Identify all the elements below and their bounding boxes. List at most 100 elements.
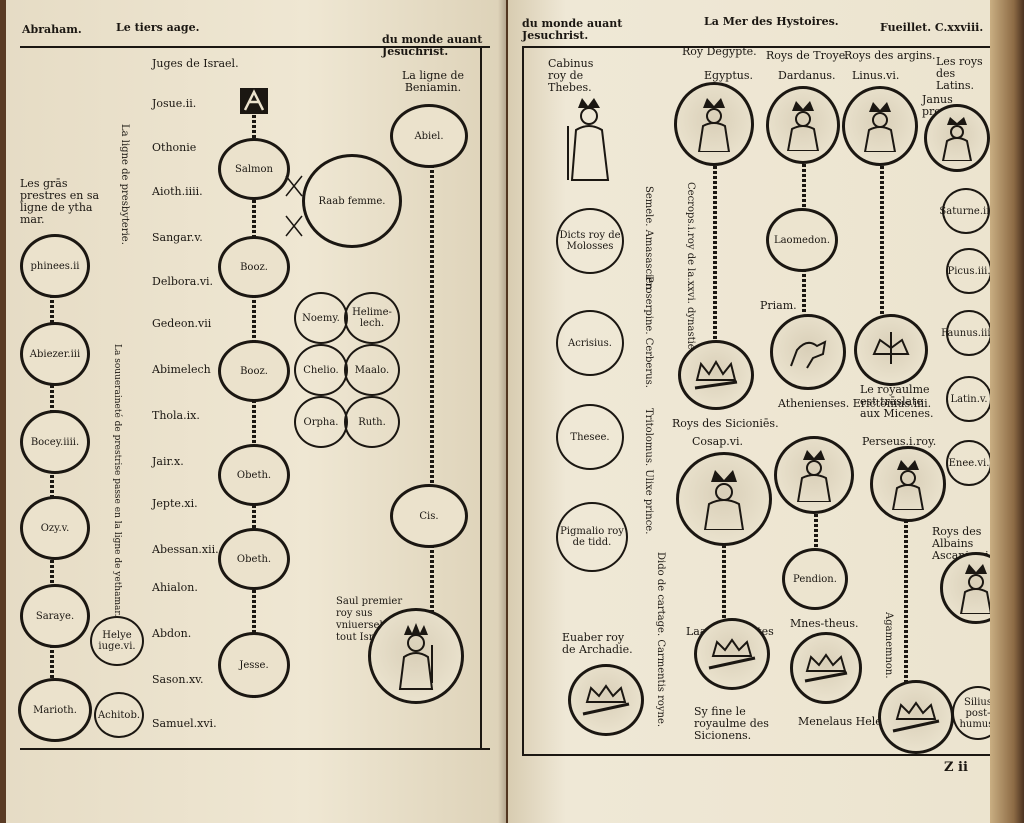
vertical-note: La souueraineté de prestrise passe en la… bbox=[112, 344, 122, 617]
note-5: Perseus.i.roy. bbox=[862, 435, 937, 448]
judge-15: Sason.xv. bbox=[152, 673, 204, 686]
header-rule bbox=[522, 46, 990, 48]
janus-portrait bbox=[924, 104, 990, 172]
benjamin-ring-1: Abiel. bbox=[390, 104, 468, 168]
saul-portrait bbox=[368, 608, 464, 704]
kings-label-2: Roy Degypte. bbox=[682, 45, 757, 58]
small-ring-6: Ruth. bbox=[344, 396, 400, 448]
crown-roundel-5 bbox=[878, 680, 954, 754]
crowned-king-icon bbox=[863, 102, 897, 152]
note-2: Le royaulme est trāslate aux Micenes. bbox=[860, 383, 934, 420]
horse-icon bbox=[790, 340, 827, 369]
crown-icon bbox=[892, 701, 940, 733]
small-ring-1: Noemy. bbox=[294, 292, 348, 344]
david-ring-1: Salmon bbox=[218, 138, 290, 200]
troy-ring-3: Pendion. bbox=[782, 548, 848, 610]
benjamin-chain bbox=[430, 130, 434, 620]
argos-roundel bbox=[854, 314, 928, 386]
crown-icon bbox=[582, 684, 630, 716]
priest-ring-6: Marioth. bbox=[18, 678, 92, 742]
argos-chain bbox=[880, 166, 884, 314]
crown-roundel-2 bbox=[568, 664, 644, 736]
judge-10: Jair.x. bbox=[152, 455, 184, 468]
david-ring-2: Booz. bbox=[218, 236, 290, 298]
bottom-label-3: Mnes-theus. bbox=[790, 617, 859, 630]
troy-lower-chain bbox=[814, 504, 818, 564]
judge-7: Gedeon.vii bbox=[152, 317, 212, 330]
crowned-king-icon bbox=[703, 470, 745, 530]
bottom-label-5: Sy fine le royaulme des Sicionens. bbox=[694, 705, 769, 742]
david-ring-3: Booz. bbox=[218, 340, 290, 402]
crown-roundel-4 bbox=[790, 632, 862, 704]
judge-2: Josue.ii. bbox=[152, 97, 197, 110]
note-4: Cosap.vi. bbox=[692, 435, 744, 448]
benjamin-ring-2: Cis. bbox=[390, 484, 468, 548]
david-chain bbox=[252, 110, 256, 700]
crown-icon bbox=[804, 653, 848, 683]
header-center: Le tiers aage. bbox=[116, 21, 200, 34]
small-ring-3: Chelio. bbox=[294, 344, 348, 396]
thebes-ring-2: Acrisius. bbox=[556, 310, 624, 376]
judge-1: Juges de Israel. bbox=[152, 57, 239, 70]
judge-14: Abdon. bbox=[152, 627, 192, 640]
judge-6: Delbora.vi. bbox=[152, 275, 214, 288]
crowned-king-icon bbox=[796, 450, 832, 502]
ascanius-portrait bbox=[940, 552, 990, 624]
thebes-ring-1: Dicts roy de Molosses bbox=[556, 208, 624, 274]
footer-rule bbox=[522, 754, 990, 756]
crowned-king-icon bbox=[891, 460, 925, 510]
priest-ring-5: Saraye. bbox=[20, 584, 90, 648]
judge-11: Jepte.xi. bbox=[152, 497, 198, 510]
crown-icon bbox=[708, 638, 756, 670]
left-frame-rule bbox=[522, 46, 524, 756]
david-ring-6: Jesse. bbox=[218, 632, 290, 698]
king-name-1: Egyptus. bbox=[704, 69, 753, 82]
judge-8: Abimelech bbox=[152, 363, 211, 376]
crown-icon bbox=[694, 360, 738, 390]
cosap-portrait bbox=[676, 452, 772, 546]
priest-ring-1: phinees.ii bbox=[20, 234, 90, 298]
latin-ring-5: Enee.vi. bbox=[946, 440, 990, 486]
right-page: du monde auant Jesuchrist. La Mer des Hy… bbox=[508, 0, 990, 823]
signature-mark: Z ii bbox=[944, 760, 968, 775]
bottom-label-1: Euaber roy de Archadie. bbox=[562, 631, 633, 656]
king-name-3: Linus.vi. bbox=[852, 69, 900, 82]
thebes-ring-4: Pigmalio roy de tidd. bbox=[556, 502, 628, 572]
judge-9: Thola.ix. bbox=[152, 409, 200, 422]
small-ring-4: Maalo. bbox=[344, 344, 400, 396]
king-name-2: Dardanus. bbox=[778, 69, 836, 82]
judge-5: Sangar.v. bbox=[152, 231, 203, 244]
priest-chain bbox=[50, 235, 54, 715]
silius-ring: Silius post-humus. bbox=[952, 686, 990, 740]
perseus-portrait bbox=[870, 446, 946, 522]
benjamin-heading: La ligne de Beniamin. bbox=[401, 69, 465, 94]
crown-roundel-1 bbox=[678, 340, 754, 410]
latin-ring-2: Picus.iii. bbox=[946, 248, 990, 294]
crowned-king-icon bbox=[959, 564, 990, 614]
crowned-king-icon bbox=[398, 623, 434, 690]
vertical-note-1: Semele. Amasascien bbox=[643, 186, 654, 290]
trojan-roundel bbox=[770, 314, 846, 390]
latin-ring-1: Saturne.ii. bbox=[939, 188, 990, 234]
small-ring-5: Orpha. bbox=[294, 396, 348, 448]
priest-side-ring-2: Achitob. bbox=[94, 692, 144, 738]
latin-ring-3: Faunus.iiii. bbox=[941, 310, 990, 356]
cabinus-figure-icon bbox=[567, 98, 610, 181]
kings-label-5: Les roys des Latins. bbox=[936, 55, 983, 92]
thebes-ring-3: Thesee. bbox=[556, 404, 624, 470]
david-ring-5: Obeth. bbox=[218, 528, 290, 590]
judge-3: Othonie bbox=[152, 141, 197, 154]
perseus-chain bbox=[904, 520, 908, 682]
sicyon-chain bbox=[722, 530, 726, 620]
crowned-king-icon bbox=[697, 98, 731, 152]
note-3: Roys des Sicioniēs. bbox=[672, 417, 779, 430]
vertical-note-4: Tritolomus. Ulixe prince. bbox=[643, 408, 654, 535]
troy-ring-2: Priam. bbox=[760, 299, 797, 312]
troy-ring-1: Laomedon. bbox=[766, 208, 838, 272]
header-rule bbox=[20, 46, 490, 48]
david-ring-4: Obeth. bbox=[218, 444, 290, 506]
judge-13: Ahialon. bbox=[152, 581, 198, 594]
monogram-icon bbox=[240, 88, 268, 114]
priest-ring-3: Bocey.iiii. bbox=[20, 410, 90, 474]
